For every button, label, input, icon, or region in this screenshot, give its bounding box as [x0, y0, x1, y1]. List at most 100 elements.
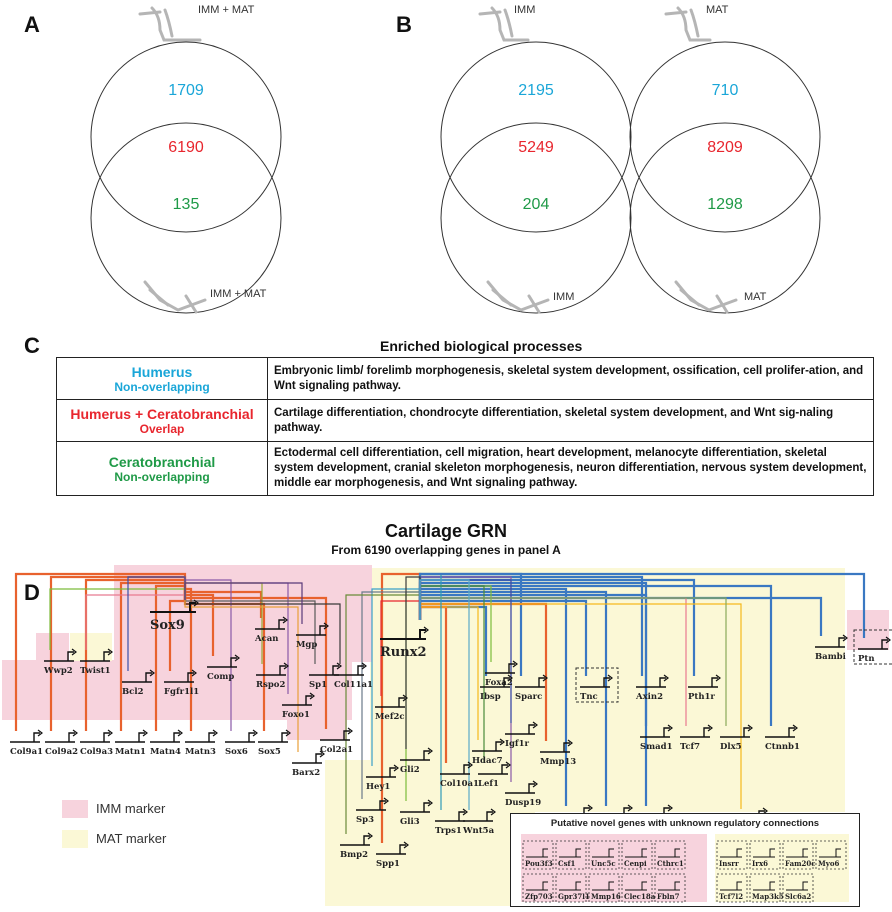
gene-node: Ibsp	[480, 674, 513, 702]
novel-gene-frame	[621, 873, 653, 903]
novel-gene: Zfp703	[522, 873, 554, 903]
promoter-glyph	[592, 848, 614, 858]
table-row: Ceratobranchial Non-overlapping Ectoderm…	[56, 441, 874, 496]
novel-gene: Clec18a	[621, 873, 656, 903]
gene-node: Sox5	[258, 729, 291, 757]
regulatory-edge	[184, 582, 303, 624]
promoter-arrow	[71, 648, 77, 656]
promoter-glyph	[640, 727, 670, 738]
venn-a-top-circle	[90, 41, 282, 233]
novel-gene-frame	[555, 873, 587, 903]
venn-b-mat-bottom-circle	[629, 122, 821, 314]
gene-node: Gli2	[400, 747, 433, 775]
promoter-glyph	[256, 665, 286, 676]
venn-b-mat-top-count: 710	[711, 82, 739, 99]
promoter-glyph	[485, 663, 515, 674]
promoter-glyph	[340, 835, 370, 846]
gene-node: Col10a1	[440, 761, 479, 789]
gene-node: Sox6	[225, 729, 258, 757]
venn-b-mat-top-circle	[629, 41, 821, 233]
promoter-arrow	[747, 724, 753, 732]
gene-node: Igf1r	[505, 721, 538, 749]
marker-region	[325, 760, 535, 906]
promoter-glyph	[10, 732, 40, 743]
promoter-arrow	[842, 634, 848, 642]
promoter-arrow	[193, 599, 199, 607]
promoter-glyph	[625, 848, 647, 858]
promoter-arrow	[567, 739, 573, 747]
gene-label: Mef2c	[375, 712, 405, 722]
gene-label: Bcl2	[122, 687, 144, 697]
gene-label: Gli2	[400, 765, 420, 775]
gene-label: Slc6a2	[785, 892, 811, 901]
gene-label: Wwp2	[43, 666, 73, 676]
promoter-glyph	[753, 848, 775, 858]
venn-b-imm-bottom-count: 204	[522, 196, 550, 213]
promoter-glyph	[819, 848, 841, 858]
promoter-arrow	[282, 616, 288, 624]
gene-label: Mgp	[296, 640, 317, 650]
novel-gene: Cenpi	[621, 840, 653, 870]
gene-node: Ctnnb1	[765, 724, 800, 752]
gene-label: Sparc	[515, 692, 542, 702]
gene-node: Wwp2	[43, 648, 77, 676]
gene-label: Matn1	[115, 747, 146, 757]
gene-label: Sox5	[258, 747, 281, 757]
promoter-glyph	[400, 750, 430, 761]
promoter-arrow	[402, 694, 408, 702]
gene-label: Sp1	[309, 680, 327, 690]
regulatory-edge	[184, 600, 299, 752]
category-title: Ceratobranchial	[108, 453, 216, 470]
gene-node: Matn4	[150, 729, 183, 757]
promoter-arrow	[467, 761, 473, 769]
panel-b-letter: B	[396, 12, 412, 37]
promoter-glyph	[559, 848, 581, 858]
venn-a-top-label: IMM + MAT	[198, 4, 255, 16]
gene-label: Tcf7l2	[719, 892, 743, 901]
novel-gene-frame	[749, 873, 781, 903]
venn-a-overlap-count: 6190	[168, 139, 204, 156]
gene-node: Bcl2	[122, 669, 155, 697]
gene-node: Wnt5a	[462, 808, 496, 836]
venn-b-imm-bottom-circle	[440, 122, 632, 314]
gene-node: Spp1	[376, 841, 409, 869]
category-subtitle: Non-overlapping	[114, 469, 210, 484]
promoter-glyph	[435, 811, 465, 822]
category-cell: Humerus + Ceratobranchial Overlap	[56, 399, 268, 442]
gene-label: Hey1	[366, 782, 390, 792]
promoter-glyph	[440, 764, 470, 775]
gene-node: Hey1	[366, 764, 399, 792]
promoter-arrow	[627, 804, 633, 812]
promoter-arrow	[427, 799, 433, 807]
description-cell: Embryonic limb/ forelimb morphogenesis, …	[267, 357, 874, 400]
venn-b-imm-top-circle	[440, 41, 632, 233]
humerus-icon	[664, 6, 712, 42]
promoter-arrow	[505, 761, 511, 769]
novel-gene: Fbln7	[654, 873, 686, 903]
gene-label: Hdac7	[472, 756, 503, 766]
venn-b-imm-top-count: 2195	[518, 82, 554, 99]
novel-genes-title: Putative novel genes with unknown regula…	[550, 818, 820, 829]
promoter-glyph	[858, 639, 888, 650]
novel-gene: Map3k5	[749, 873, 784, 903]
promoter-glyph	[526, 848, 548, 858]
promoter-arrow	[37, 729, 43, 737]
gene-node: Col9a3	[80, 729, 113, 757]
promoter-glyph	[526, 881, 548, 891]
venn-b-mat-top-label: MAT	[706, 4, 729, 16]
promoter-arrow	[177, 729, 183, 737]
gene-label: Zfp703	[525, 892, 553, 901]
gene-node: Col2a1	[320, 727, 353, 755]
gene-label: Matn4	[150, 747, 181, 757]
novel-gene: Mmp16	[588, 873, 621, 903]
promoter-glyph	[505, 783, 535, 794]
novel-imm-region	[521, 834, 707, 902]
gene-label: Bmp2	[340, 850, 368, 860]
venn-a-bottom-count: 135	[172, 196, 200, 213]
grn-subtitle: From 6190 overlapping genes in panel A	[331, 543, 561, 557]
gene-label: Cthrc1	[657, 859, 684, 868]
gene-label: Col11a1	[334, 680, 373, 690]
promoter-glyph	[786, 881, 808, 891]
promoter-arrow	[107, 729, 113, 737]
